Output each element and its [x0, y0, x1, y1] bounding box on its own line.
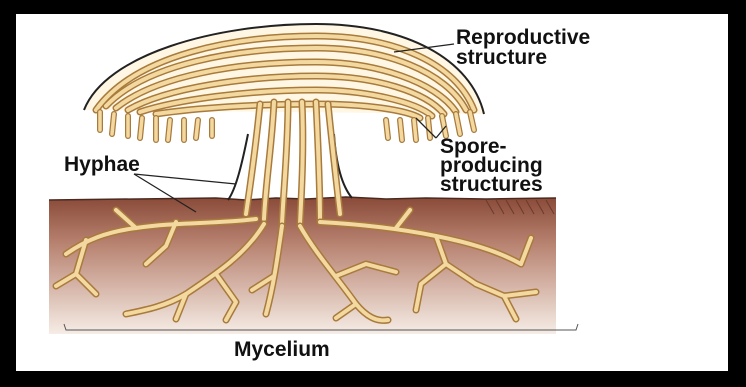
leader-hyphae-2: [134, 174, 236, 184]
diagram-frame: Reproductive structure Hyphae Spore- pro…: [16, 14, 728, 371]
label-reproductive-line2: structure: [456, 46, 547, 69]
label-hyphae: Hyphae: [64, 153, 140, 176]
label-spore-line3: structures: [440, 173, 543, 196]
label-mycelium: Mycelium: [234, 338, 330, 361]
stalk-outline-left: [228, 134, 248, 200]
reproductive-structure: [84, 24, 484, 224]
fungus-diagram: Reproductive structure Hyphae Spore- pro…: [16, 14, 728, 371]
